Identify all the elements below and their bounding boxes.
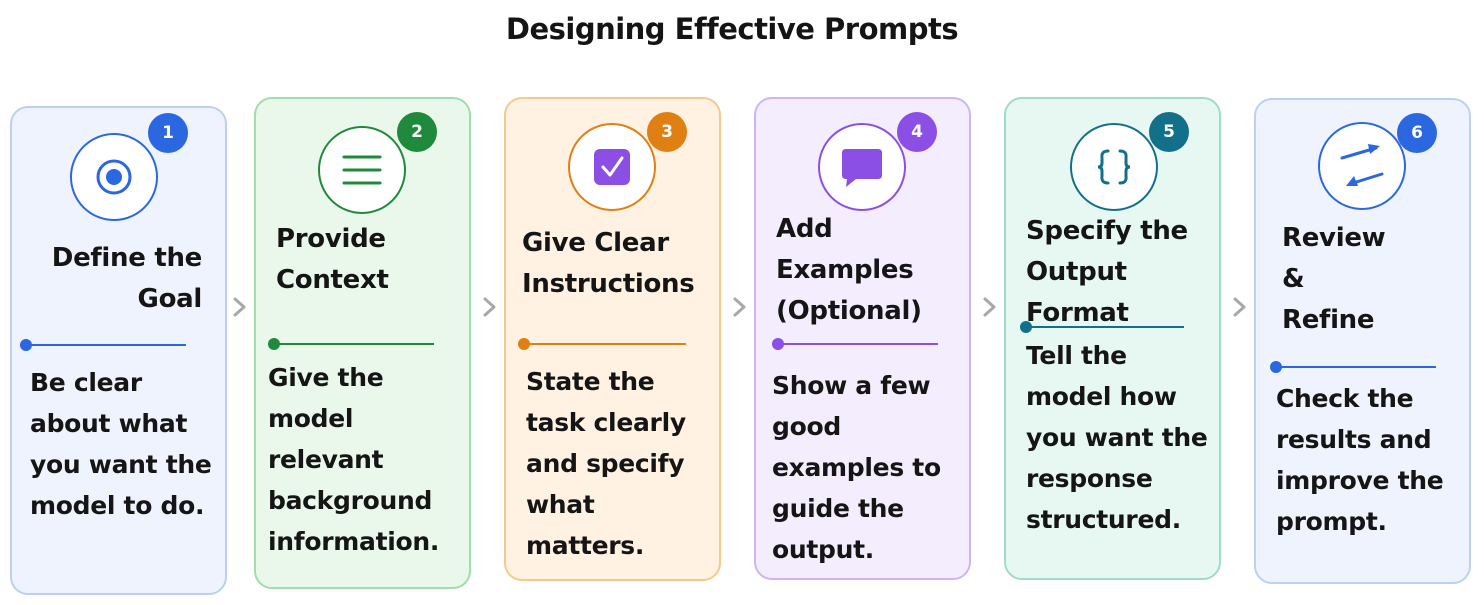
step-card-output-format: 5 Specify the Output Format Tell the mod… bbox=[1004, 97, 1221, 580]
step-number-badge: 5 bbox=[1149, 112, 1189, 152]
step-description: Check the results and improve the prompt… bbox=[1276, 384, 1444, 536]
step-icon-ring bbox=[318, 126, 406, 214]
step-divider bbox=[1026, 326, 1184, 328]
chevron-right-icon bbox=[1233, 297, 1246, 317]
step-divider bbox=[274, 343, 434, 345]
step-divider bbox=[1276, 366, 1436, 368]
step-description: State the task clearly and specify what … bbox=[526, 367, 686, 560]
step-divider-dot bbox=[518, 338, 530, 350]
step-description: Be clear about what you want the model t… bbox=[30, 368, 212, 520]
step-divider bbox=[524, 343, 686, 345]
chevron-right-icon bbox=[733, 297, 746, 317]
chevron-right-icon bbox=[983, 297, 996, 317]
step-heading: Specify the Output Format bbox=[1026, 216, 1188, 328]
braces-icon bbox=[1097, 149, 1131, 185]
diagram-title: Designing Effective Prompts bbox=[505, 12, 959, 46]
step-card-add-examples: 4 Add Examples (Optional) Show a few goo… bbox=[754, 97, 971, 580]
step-card-clear-instructions: 3 Give Clear Instructions State the task… bbox=[504, 97, 721, 581]
step-icon-ring bbox=[818, 123, 906, 211]
checkbox-icon bbox=[594, 149, 630, 185]
step-heading: Add Examples (Optional) bbox=[776, 214, 922, 326]
step-number-badge: 4 bbox=[897, 112, 937, 152]
step-icon-ring bbox=[1070, 123, 1158, 211]
refresh-icon bbox=[1340, 144, 1384, 186]
step-icon-ring bbox=[70, 133, 158, 221]
target-icon bbox=[96, 159, 132, 195]
step-number-badge: 1 bbox=[148, 113, 188, 153]
step-divider bbox=[26, 344, 186, 346]
step-heading: Give Clear Instructions bbox=[522, 228, 695, 299]
chevron-right-icon bbox=[233, 297, 246, 317]
step-divider-dot bbox=[772, 338, 784, 350]
step-card-review-refine: 6 Review & Refine Check the results and … bbox=[1254, 98, 1471, 584]
lines-icon bbox=[342, 155, 382, 185]
step-divider-dot bbox=[1270, 361, 1282, 373]
step-number-badge: 3 bbox=[647, 112, 687, 152]
step-icon-ring bbox=[1318, 122, 1406, 210]
step-number-badge: 2 bbox=[397, 112, 437, 152]
step-icon-ring bbox=[568, 123, 656, 211]
step-number-badge: 6 bbox=[1397, 113, 1437, 153]
step-description: Tell the model how you want the response… bbox=[1026, 341, 1208, 534]
step-heading: Review & Refine bbox=[1282, 223, 1386, 335]
step-heading: Provide Context bbox=[276, 224, 389, 295]
chevron-right-icon bbox=[483, 297, 496, 317]
step-description: Show a few good examples to guide the ou… bbox=[772, 371, 941, 564]
step-divider-dot bbox=[20, 339, 32, 351]
chat-bubble-icon bbox=[842, 149, 882, 187]
step-card-define-goal: 1 Define the Goal Be clear about what yo… bbox=[10, 106, 227, 595]
step-divider bbox=[778, 343, 938, 345]
step-divider-dot bbox=[1020, 321, 1032, 333]
step-description: Give the model relevant background infor… bbox=[268, 363, 440, 556]
step-divider-dot bbox=[268, 338, 280, 350]
step-heading: Define the Goal bbox=[51, 243, 203, 314]
step-card-provide-context: 2 Provide Context Give the model relevan… bbox=[254, 97, 471, 589]
